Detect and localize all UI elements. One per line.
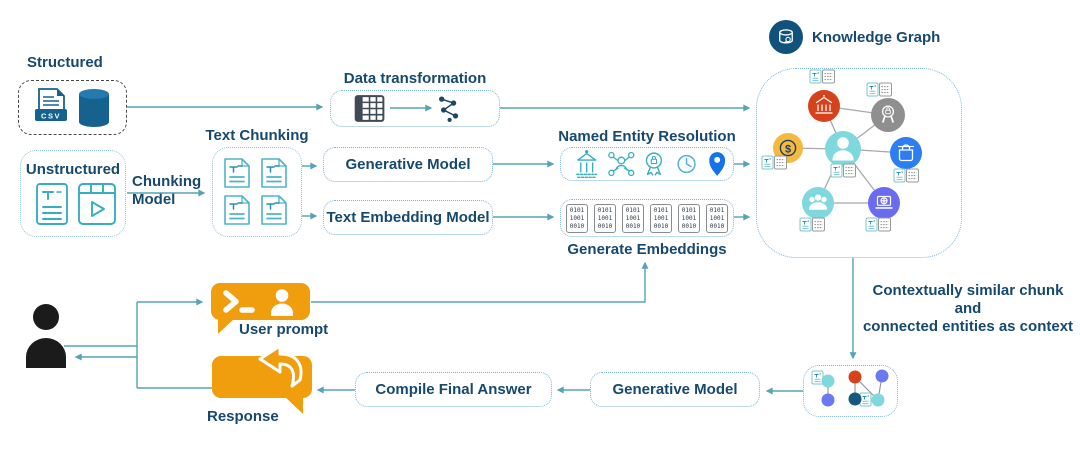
context-graph-box: [803, 365, 898, 417]
csv-file-icon: CSV: [34, 87, 67, 121]
generate-embeddings-label: Generate Embeddings: [567, 241, 727, 258]
user-icon: [271, 289, 293, 316]
binary-chip-icon: 0101 1001 0010: [678, 203, 700, 233]
text-document-icon: [36, 183, 68, 225]
generative-model-top-label: Generative Model: [345, 156, 471, 173]
binary-chip-icon: 0101 1001 0010: [594, 203, 616, 233]
generative-model-bottom-label: Generative Model: [612, 381, 738, 398]
compile-final-answer-label: Compile Final Answer: [375, 381, 532, 398]
binary-chip-icon: 0101 1001 0010: [650, 203, 672, 233]
chunk-doc-icon: [224, 158, 250, 188]
unstructured-box: Unstructured: [20, 150, 126, 237]
bubble-tail: [218, 318, 235, 334]
binary-chip-icon: 0101 1001 0010: [706, 203, 728, 233]
text-embedding-model-box: Text Embedding Model: [323, 200, 493, 235]
text-chunking-label: Text Chunking: [205, 127, 309, 144]
generate-embeddings-box: 0101 1001 0010 0101 1001 0010 0101 1001 …: [560, 199, 734, 237]
chunk-doc-icon: [224, 195, 250, 225]
award-badge-icon: [645, 152, 663, 176]
unstructured-label: Unstructured: [25, 161, 121, 178]
text-embedding-model-label: Text Embedding Model: [326, 209, 490, 226]
reply-arrow-icon: [258, 344, 303, 388]
data-transformation-box: [330, 90, 500, 127]
video-icon: [78, 183, 116, 225]
bubble-tail: [284, 396, 303, 414]
bank-icon: [576, 149, 598, 179]
csv-badge-text: CSV: [41, 111, 61, 120]
context-note: Contextually similar chunk and connected…: [862, 282, 1074, 335]
response-label: Response: [207, 408, 279, 425]
person-silhouette-icon: [26, 304, 66, 368]
structured-box: CSV: [18, 80, 127, 135]
compile-final-answer-box: Compile Final Answer: [355, 372, 552, 407]
ner-box: [560, 147, 734, 181]
structured-label: Structured: [27, 54, 103, 71]
location-pin-icon: [709, 152, 726, 176]
clock-icon: [677, 154, 696, 174]
embedding-chips: 0101 1001 0010 0101 1001 0010 0101 1001 …: [566, 203, 728, 233]
user-prompt-bubble: [211, 283, 310, 334]
ner-label: Named Entity Resolution: [558, 128, 736, 145]
text-chunking-box: [212, 147, 302, 237]
response-bubble: [212, 344, 312, 414]
data-transformation-label: Data transformation: [343, 70, 487, 87]
binary-chip-icon: 0101 1001 0010: [566, 203, 588, 233]
unstructured-icons: [36, 183, 116, 225]
data-transformation-icons: [354, 95, 459, 122]
binary-chip-icon: 0101 1001 0010: [622, 203, 644, 233]
knowledge-graph-label: Knowledge Graph: [812, 29, 941, 46]
database-graph-icon: [779, 29, 793, 44]
chunk-documents-icon: [224, 158, 287, 225]
terminal-prompt-icon: [223, 290, 255, 313]
user-prompt-icons: [223, 289, 293, 316]
knowledge-graph-badge: [769, 20, 803, 54]
user-prompt-label: User prompt: [239, 321, 329, 338]
database-cylinder-icon: [78, 88, 109, 127]
ner-icons: [576, 149, 726, 179]
transform-graph-icon: [439, 96, 459, 122]
chunking-model-label: Chunking Model: [132, 173, 202, 208]
person-network-icon: [608, 151, 635, 177]
generative-model-bottom-box: Generative Model: [590, 372, 760, 407]
chunk-doc-icon: [261, 195, 287, 225]
knowledge-graph-box: [756, 68, 962, 258]
chunk-doc-icon: [261, 158, 287, 188]
generative-model-top-box: Generative Model: [323, 147, 493, 182]
table-icon: [354, 95, 385, 122]
